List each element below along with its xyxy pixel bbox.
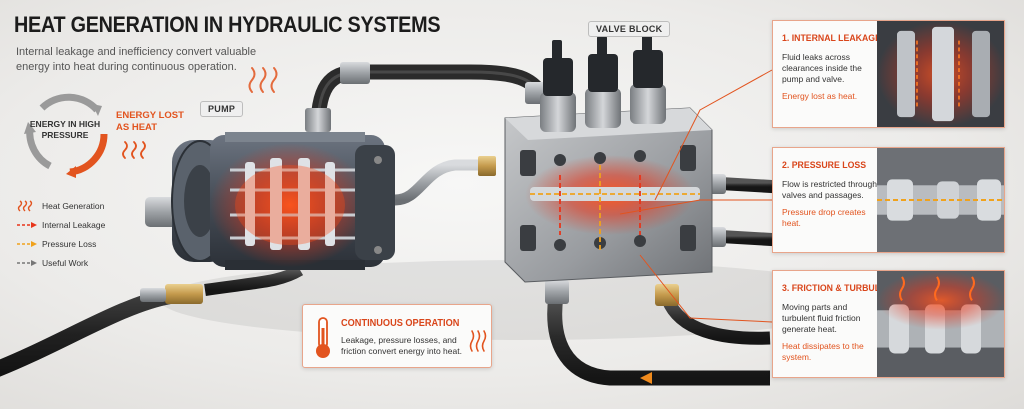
legend-item-useful: Useful Work [16, 253, 105, 272]
callout-heading: 2. PRESSURE LOSS [782, 160, 867, 171]
callout-note: Heat dissipates to the system. [782, 341, 864, 362]
legend-item-pressure: Pressure Loss [16, 234, 105, 253]
callout-heading: 3. FRICTION & TURBULENCE [782, 283, 905, 294]
valve-block-label: VALVE BLOCK [588, 21, 671, 37]
legend-item-leakage: Internal Leakage [16, 215, 105, 234]
thermometer-icon [316, 317, 330, 358]
callout-internal-leakage: 1. INTERNAL LEAKAGE Fluid leaks across c… [772, 20, 1005, 128]
legend-label: Pressure Loss [42, 238, 97, 249]
pump-illustration [145, 132, 395, 270]
callout-pressure-loss: 2. PRESSURE LOSS Flow is restricted thro… [772, 147, 1005, 253]
callout-body: Moving parts and turbulent fluid frictio… [782, 302, 861, 334]
callout-note: Energy lost as heat. [782, 91, 858, 101]
heat-waves-icon [122, 141, 146, 159]
dashed-gray-arrow-icon [17, 259, 37, 266]
continuous-operation-box: CONTINUOUS OPERATION Leakage, pressure l… [302, 304, 492, 368]
valve-block-illustration [504, 32, 713, 283]
callout-friction-turbulence: 3. FRICTION & TURBULENCE Moving parts an… [772, 270, 1005, 378]
legend: Heat Generation Internal Leakage Pressur… [16, 196, 105, 272]
heat-waves-icon [469, 330, 487, 352]
pressure-loss-closeup-image [877, 148, 1004, 252]
leakage-closeup-image [877, 21, 1004, 127]
dashed-red-arrow-icon [17, 221, 37, 228]
energy-lost-label: ENERGY LOST AS HEAT [116, 110, 184, 133]
pump-label: PUMP [200, 101, 244, 117]
legend-label: Heat Generation [42, 200, 105, 211]
legend-item-heat: Heat Generation [16, 196, 105, 215]
continuous-heading: CONTINUOUS OPERATION [341, 318, 460, 329]
callout-body: Flow is restricted through valves and pa… [782, 179, 877, 200]
legend-label: Internal Leakage [42, 219, 106, 230]
callout-note: Pressure drop creates heat. [782, 207, 866, 228]
dashed-orange-arrow-icon [17, 240, 37, 247]
friction-closeup-image [877, 271, 1004, 377]
continuous-body: Leakage, pressure losses, and friction c… [341, 335, 462, 356]
cycle-label: ENERGY IN HIGH PRESSURE [29, 119, 101, 140]
energy-cycle-icon [24, 93, 108, 178]
legend-label: Useful Work [42, 257, 89, 268]
callout-body: Fluid leaks across clearances inside the… [782, 52, 862, 84]
page-subtitle: Internal leakage and inefficiency conver… [16, 46, 257, 73]
callout-heading: 1. INTERNAL LEAKAGE [782, 33, 881, 44]
page-title: HEAT GENERATION IN HYDRAULIC SYSTEMS [14, 12, 441, 37]
heat-waves-icon [17, 199, 33, 211]
